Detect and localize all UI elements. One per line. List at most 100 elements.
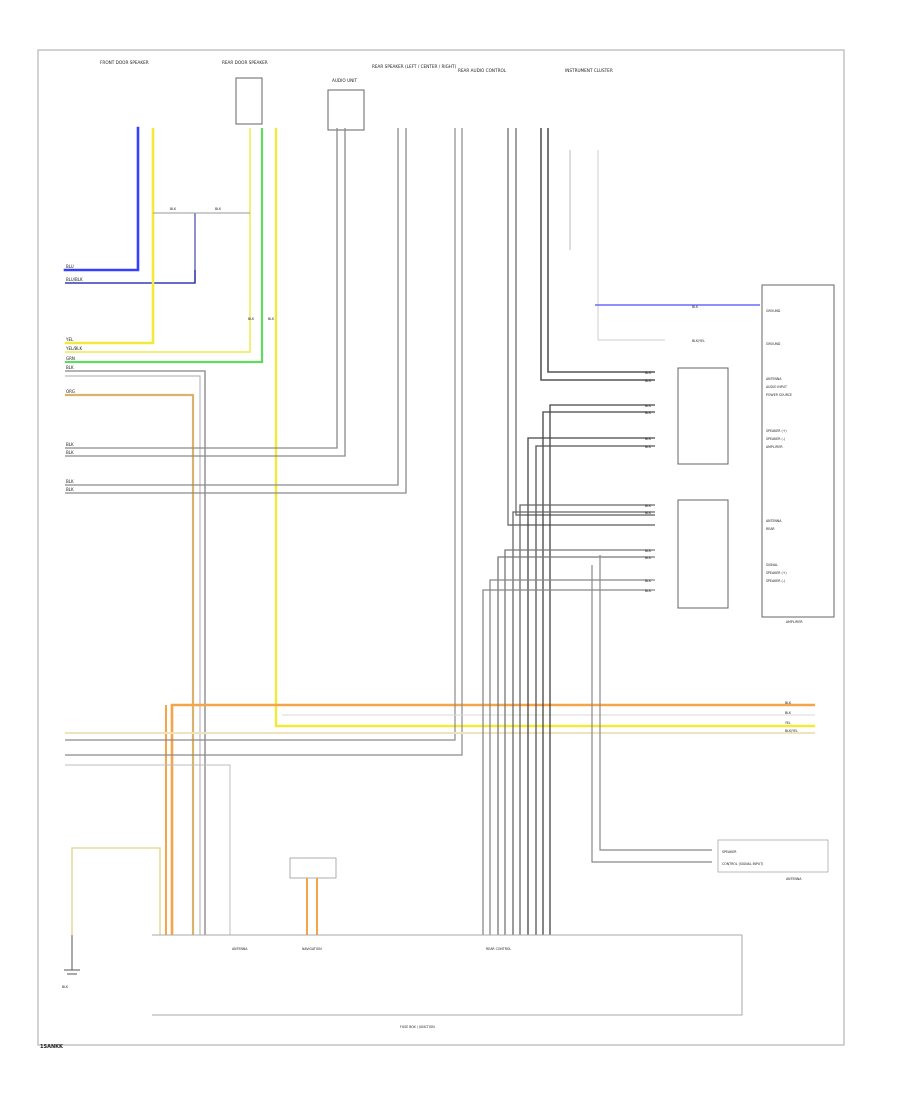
top-component-labels: FRONT DOOR SPEAKER REAR DOOR SPEAKER AUD… <box>100 60 613 83</box>
wire-label: BLK <box>645 504 652 508</box>
component-label-rear-audio-control: REAR AUDIO CONTROL <box>458 68 507 73</box>
wire-yellow-left <box>65 128 155 345</box>
pin-label: SPEAKER (-) <box>766 437 785 441</box>
ground-symbol <box>64 935 80 975</box>
component-label-instrument-cluster: INSTRUMENT CLUSTER <box>565 68 613 73</box>
bottom-left-label: BLK <box>62 985 69 989</box>
pin-label: ANTENNA <box>766 519 782 523</box>
connector-box-speaker <box>235 77 263 125</box>
amplifier-name: AMPLIFIER <box>786 620 803 624</box>
pin-label: BLK/YEL <box>692 339 705 343</box>
bottom-component-label: REAR CONTROL <box>486 947 511 951</box>
bottom-component-label: NAVIGATION <box>302 947 322 951</box>
left-label: GRN <box>66 356 75 361</box>
wire-yellow-main <box>274 128 815 728</box>
pin-label: SPEAKER (+) <box>766 429 787 433</box>
wire-grey-4 <box>65 128 407 494</box>
wire-grey-3 <box>65 128 399 486</box>
left-label: YEL <box>65 337 74 342</box>
left-label: BLU/BLK <box>66 277 83 282</box>
amplifier-main-box <box>761 284 835 618</box>
wire-bottom-left <box>71 847 161 935</box>
amplifier-wire-labels: BLK BLK BLK BLK BLK BLK BLK BLK BLK BLK … <box>645 305 699 593</box>
left-label: BLK <box>66 479 74 484</box>
left-wire-labels: BLU BLU/BLK YEL YEL/BLK GRN BLK ORG BLK … <box>65 264 83 492</box>
amplifier-box-lower <box>677 499 729 609</box>
wire-light-1 <box>65 764 231 935</box>
pin-label: GROUND <box>766 342 781 346</box>
wire-antenna-1 <box>599 555 712 851</box>
wire-tan <box>65 393 195 935</box>
wire-green <box>65 128 264 364</box>
connector-box-audio <box>327 89 365 131</box>
bottom-connector-bus <box>152 934 743 1016</box>
pin-label: REAR <box>766 527 775 531</box>
wire-label: BLK <box>645 371 652 375</box>
junction-label: BLK <box>215 207 222 211</box>
wire-black-1 <box>65 370 206 935</box>
antenna-pin-label: SPEAKER <box>722 850 737 854</box>
pin-label: AMPLIFIER <box>766 445 783 449</box>
right-label: YEL <box>785 721 791 725</box>
pin-label: SPEAKER (-) <box>766 579 785 583</box>
optical-device-box <box>289 857 337 879</box>
bottom-component-label: ANTENNA <box>232 947 248 951</box>
wire-label: BLK <box>645 511 652 515</box>
left-label: BLK <box>66 487 74 492</box>
component-label-rear-speakers: REAR SPEAKER (LEFT / CENTER / RIGHT) <box>372 64 457 69</box>
component-label-front-speaker: FRONT DOOR SPEAKER <box>100 60 149 65</box>
antenna-box <box>717 839 829 873</box>
junction-label: BLK <box>170 207 177 211</box>
left-label: YEL/BLK <box>65 346 83 351</box>
wire-cluster-1 <box>507 128 655 526</box>
antenna-pin-label: CONTROL (SIGNAL INPUT) <box>722 862 763 866</box>
pin-label: GROUND <box>766 309 781 313</box>
wire-label: BLK <box>645 445 652 449</box>
pin-label: SIGNAL <box>766 563 778 567</box>
wire-label: BLK <box>645 379 652 383</box>
wire-orange <box>170 703 815 935</box>
pin-label: SPEAKER (+) <box>766 571 787 575</box>
wire-black-1b <box>65 375 201 935</box>
wire-cluster-4 <box>547 128 655 373</box>
diagram-frame <box>37 49 845 1046</box>
left-label: BLU <box>66 264 74 269</box>
left-label: BLK <box>66 365 74 370</box>
antenna-name: ANTENNA <box>786 877 802 881</box>
bottom-bus-label: FUSE BOX / JUNCTION <box>400 1025 435 1029</box>
wire-antenna-2 <box>591 565 712 863</box>
wire-label: BLK <box>645 404 652 408</box>
component-label-audio-unit: AUDIO UNIT <box>332 78 357 83</box>
right-label: BLK <box>785 711 792 715</box>
wire-label: BLK <box>645 411 652 415</box>
wire-blue-black <box>65 213 196 284</box>
left-label: ORG <box>66 389 75 394</box>
wire-grey-5 <box>65 128 456 741</box>
wire-label: BLK <box>645 556 652 560</box>
antenna-component: SPEAKER CONTROL (SIGNAL INPUT) ANTENNA <box>717 839 829 881</box>
right-label: BLK/YEL <box>785 729 798 733</box>
junction-labels: BLK BLK BLK BLK <box>170 207 275 321</box>
component-label-rear-speaker: REAR DOOR SPEAKER <box>222 60 268 65</box>
diagram-code: 1SANKK <box>40 1044 64 1050</box>
wire-grey-1 <box>65 128 338 449</box>
pin-label: POWER SOURCE <box>766 393 792 397</box>
wire-blue <box>63 126 140 272</box>
wire-grey-6 <box>65 128 463 756</box>
left-label: BLK <box>66 450 74 455</box>
wire-cluster-6 <box>597 150 665 341</box>
wire-label: BLK <box>645 579 652 583</box>
wire-label: BLK <box>645 549 652 553</box>
wire-bundle-amplifier <box>482 404 655 935</box>
wire-cluster-3 <box>540 128 655 381</box>
wire-yellow-black <box>65 128 251 353</box>
wire-label: BLK <box>645 437 652 441</box>
right-label: BLK <box>785 701 792 705</box>
bottom-component-labels: ANTENNA NAVIGATION REAR CONTROL <box>232 947 511 951</box>
amplifier-pin-labels: GROUND BLK/YEL GROUND ANTENNA AUDIO INPU… <box>692 309 792 583</box>
left-label: BLK <box>66 442 74 447</box>
wire-cluster-2 <box>515 128 655 516</box>
junction-label: BLK <box>248 317 255 321</box>
amplifier-box-upper <box>677 367 729 465</box>
